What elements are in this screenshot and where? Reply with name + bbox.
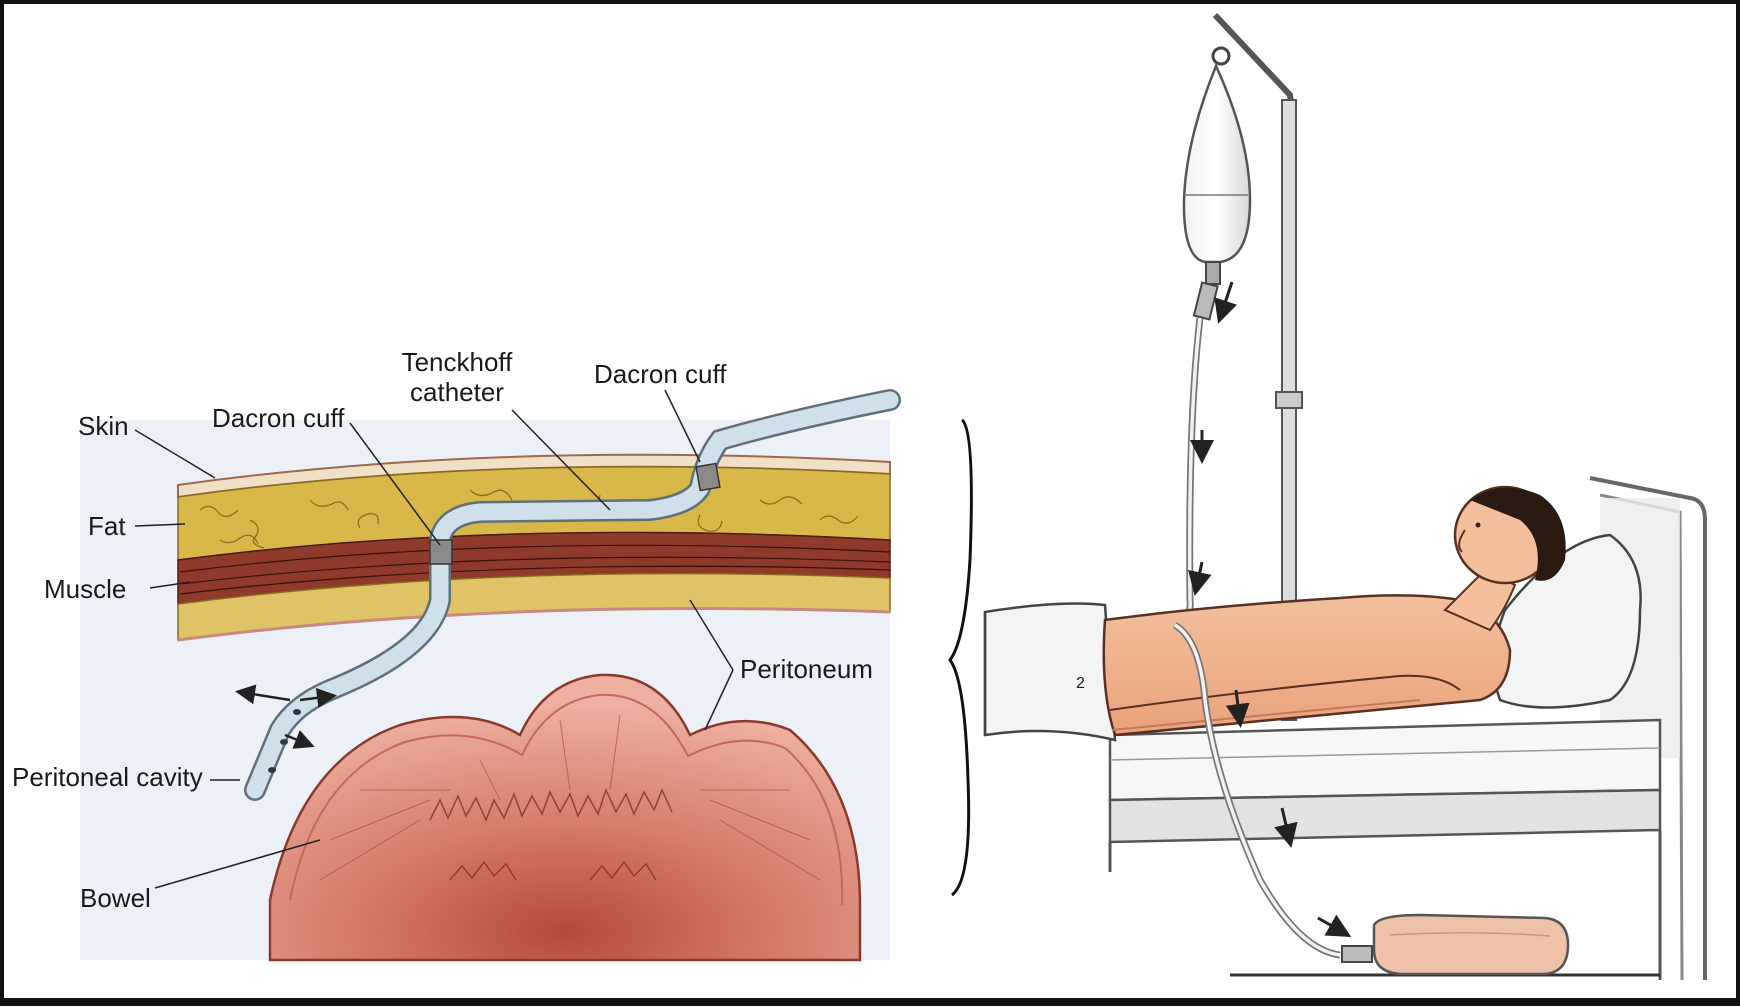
- label-peritoneal-cavity: Peritoneal cavity: [12, 763, 203, 793]
- patient-eye: [1476, 523, 1481, 528]
- drain-bag-icon: [1374, 915, 1568, 974]
- label-fat: Fat: [88, 512, 126, 542]
- mattress: [1110, 720, 1660, 800]
- label-muscle: Muscle: [44, 575, 126, 605]
- bed-sheet: [985, 604, 1115, 740]
- label-mattress-mark: 2: [1076, 675, 1085, 693]
- label-bowel: Bowel: [80, 884, 151, 914]
- dacron-cuff-inner-marker: [430, 540, 452, 564]
- label-tenckhoff-catheter: Tenckhoff catheter: [392, 348, 522, 408]
- label-dacron-cuff-inner: Dacron cuff: [212, 404, 344, 434]
- label-tenckhoff-line2: catheter: [392, 378, 522, 408]
- dacron-cuff-outer-marker: [696, 463, 720, 490]
- label-skin: Skin: [78, 412, 129, 442]
- iv-bag-port: [1206, 262, 1220, 284]
- drain-connector: [1342, 946, 1372, 962]
- bottom-rule: [2, 998, 1738, 1006]
- label-tenckhoff-line1: Tenckhoff: [392, 348, 522, 378]
- label-peritoneum: Peritoneum: [740, 655, 873, 685]
- label-dacron-cuff-outer: Dacron cuff: [594, 360, 726, 390]
- iv-pole-clamp: [1276, 392, 1302, 408]
- label-peritoneal-cavity-text: Peritoneal cavity: [12, 762, 203, 792]
